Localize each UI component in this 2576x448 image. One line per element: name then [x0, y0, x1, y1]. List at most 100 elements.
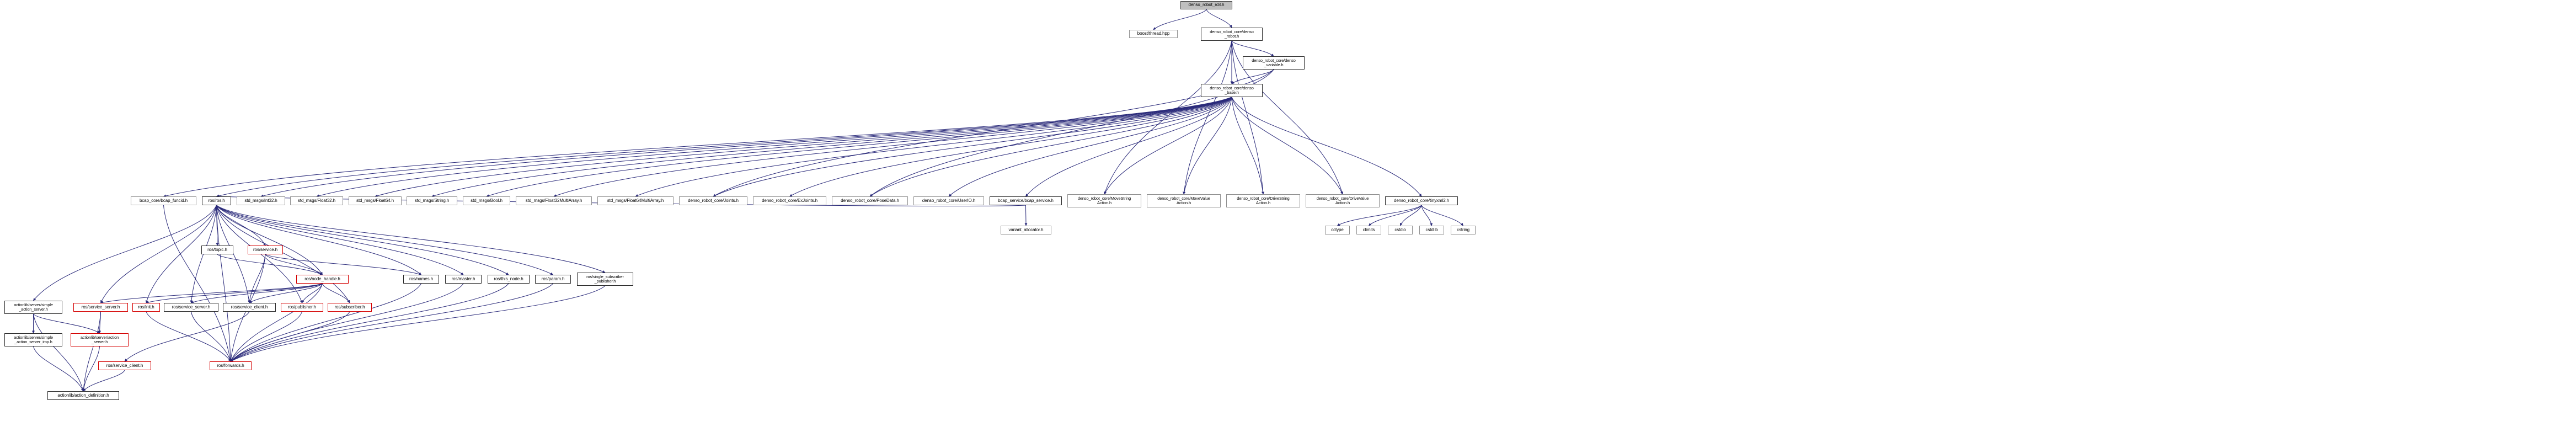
graph-node[interactable]: std_msgs/String.h: [407, 196, 457, 205]
graph-edge: [33, 346, 84, 392]
graph-edge: [1183, 40, 1232, 195]
graph-node[interactable]: variant_allocator.h: [1001, 226, 1051, 234]
graph-edge: [1231, 97, 1264, 195]
graph-node-label: boost/thread.hpp: [1137, 31, 1170, 36]
graph-node[interactable]: ros/node_handle.h: [296, 275, 349, 284]
graph-node[interactable]: std_msgs/Bool.h: [463, 196, 510, 205]
graph-node[interactable]: ros/service_server.h: [164, 303, 218, 312]
graph-node-label: actionlib/server/action _server.h: [80, 335, 119, 344]
graph-node[interactable]: ros/subscriber.h: [328, 303, 372, 312]
graph-node[interactable]: denso_robot_rc8.h: [1180, 1, 1232, 9]
graph-edge: [33, 205, 217, 301]
graph-node[interactable]: ros/master.h: [445, 275, 482, 284]
graph-node[interactable]: ros/service.h: [248, 246, 283, 254]
graph-edge: [82, 346, 100, 392]
graph-edge: [713, 97, 1232, 197]
graph-node-label: ros/service_server.h: [172, 304, 211, 310]
graph-edge: [1104, 97, 1232, 195]
graph-node[interactable]: actionlib/server/simple _action_server_i…: [4, 333, 62, 346]
graph-edge: [230, 283, 323, 362]
graph-node-label: ros/single_subscriber _publisher.h: [586, 274, 624, 284]
graph-node-label: cstring: [1457, 227, 1469, 232]
graph-node[interactable]: cstdlib: [1419, 226, 1444, 234]
graph-node[interactable]: std_msgs/Float64MultiArray.h: [597, 196, 674, 205]
graph-edge: [486, 97, 1232, 197]
graph-node[interactable]: ros/init.h: [132, 303, 160, 312]
graph-node[interactable]: denso_robot_core/denso _robot.h: [1201, 28, 1263, 41]
graph-edge: [100, 283, 323, 304]
graph-node[interactable]: denso_robot_core/tinyxml2.h: [1385, 196, 1458, 205]
graph-edge: [1153, 9, 1207, 30]
graph-node[interactable]: bcap_core/bcap_funcid.h: [131, 196, 196, 205]
graph-edge: [230, 285, 606, 362]
graph-edge: [216, 205, 232, 362]
graph-node[interactable]: ros/publisher.h: [281, 303, 323, 312]
graph-node[interactable]: cstdio: [1388, 226, 1413, 234]
graph-node[interactable]: ros/service_client.h: [223, 303, 276, 312]
graph-node[interactable]: actionlib/action_definition.h: [47, 391, 119, 400]
graph-node-label: denso_robot_core/Joints.h: [688, 198, 739, 203]
graph-node[interactable]: boost/thread.hpp: [1129, 30, 1178, 38]
graph-node-label: denso_robot_core/denso _base.h: [1210, 86, 1254, 95]
graph-node[interactable]: ros/service_client.h: [98, 361, 151, 370]
graph-node-label: bcap_service/bcap_service.h: [998, 198, 1054, 203]
graph-node[interactable]: ros/forwards.h: [210, 361, 252, 370]
graph-edge: [1231, 40, 1274, 57]
graph-node-label: std_msgs/Bool.h: [471, 198, 503, 203]
graph-node[interactable]: ros/ros.h: [202, 196, 231, 205]
graph-node-label: denso_robot_rc8.h: [1188, 2, 1225, 8]
graph-node[interactable]: denso_robot_core/denso _variable.h: [1243, 56, 1305, 70]
graph-node[interactable]: ros/topic.h: [201, 246, 233, 254]
graph-node[interactable]: climits: [1356, 226, 1381, 234]
graph-node[interactable]: denso_robot_core/DriveValue Action.h: [1306, 194, 1380, 207]
graph-node[interactable]: denso_robot_core/denso _base.h: [1201, 84, 1263, 97]
graph-node-label: denso_robot_core/tinyxml2.h: [1393, 198, 1450, 203]
graph-node[interactable]: denso_robot_core/ExJoints.h: [753, 196, 826, 205]
graph-node-label: actionlib/server/simple _action_server.h: [14, 302, 53, 312]
graph-edge: [230, 283, 509, 362]
graph-node[interactable]: denso_robot_core/MoveString Action.h: [1067, 194, 1141, 207]
graph-edge: [869, 97, 1232, 197]
graph-edge: [265, 254, 323, 275]
graph-node-label: cctype: [1331, 227, 1344, 232]
graph-node-label: ros/service_client.h: [106, 362, 143, 368]
graph-node[interactable]: std_msgs/Int32.h: [237, 196, 285, 205]
graph-edge: [948, 97, 1232, 197]
graph-node[interactable]: actionlib/server/simple _action_server.h: [4, 301, 62, 314]
graph-node[interactable]: cstring: [1451, 226, 1476, 234]
graph-edge: [230, 283, 421, 362]
graph-node[interactable]: ros/names.h: [403, 275, 439, 284]
graph-node[interactable]: denso_robot_core/UserIO.h: [913, 196, 984, 205]
graph-node[interactable]: std_msgs/Float32MultiArray.h: [516, 196, 592, 205]
graph-edge: [265, 254, 421, 275]
graph-node-label: ros/forwards.h: [217, 362, 244, 368]
graph-node-label: climits: [1362, 227, 1375, 232]
graph-node[interactable]: ros/service_server.h: [73, 303, 128, 312]
graph-edge: [1231, 97, 1422, 197]
graph-node-label: cstdlib: [1425, 227, 1438, 232]
graph-node[interactable]: denso_robot_core/PoseData.h: [832, 196, 908, 205]
graph-edge: [1104, 40, 1232, 195]
graph-node-label: std_msgs/Float32.h: [297, 198, 335, 203]
graph-node[interactable]: actionlib/server/action _server.h: [71, 333, 129, 346]
graph-node-label: ros/init.h: [138, 304, 154, 310]
graph-node[interactable]: denso_robot_core/DriveString Action.h: [1226, 194, 1300, 207]
graph-edge: [33, 313, 84, 392]
graph-edge: [375, 97, 1232, 198]
graph-node[interactable]: bcap_service/bcap_service.h: [990, 196, 1062, 205]
graph-node[interactable]: ros/param.h: [535, 275, 571, 284]
graph-node[interactable]: ros/single_subscriber _publisher.h: [577, 273, 633, 286]
graph-edge: [83, 370, 125, 392]
graph-node[interactable]: std_msgs/Float32.h: [290, 196, 343, 205]
graph-edge: [191, 311, 232, 362]
graph-node[interactable]: cctype: [1325, 226, 1350, 234]
graph-node[interactable]: denso_robot_core/Joints.h: [679, 196, 747, 205]
graph-node[interactable]: denso_robot_core/MoveValue Action.h: [1147, 194, 1221, 207]
graph-edge: [82, 311, 101, 392]
graph-node[interactable]: ros/this_node.h: [488, 275, 530, 284]
graph-node[interactable]: std_msgs/Float64.h: [349, 196, 402, 205]
graph-node-label: ros/service_server.h: [81, 304, 120, 310]
graph-edge: [1231, 97, 1343, 195]
graph-edge: [1369, 205, 1422, 226]
